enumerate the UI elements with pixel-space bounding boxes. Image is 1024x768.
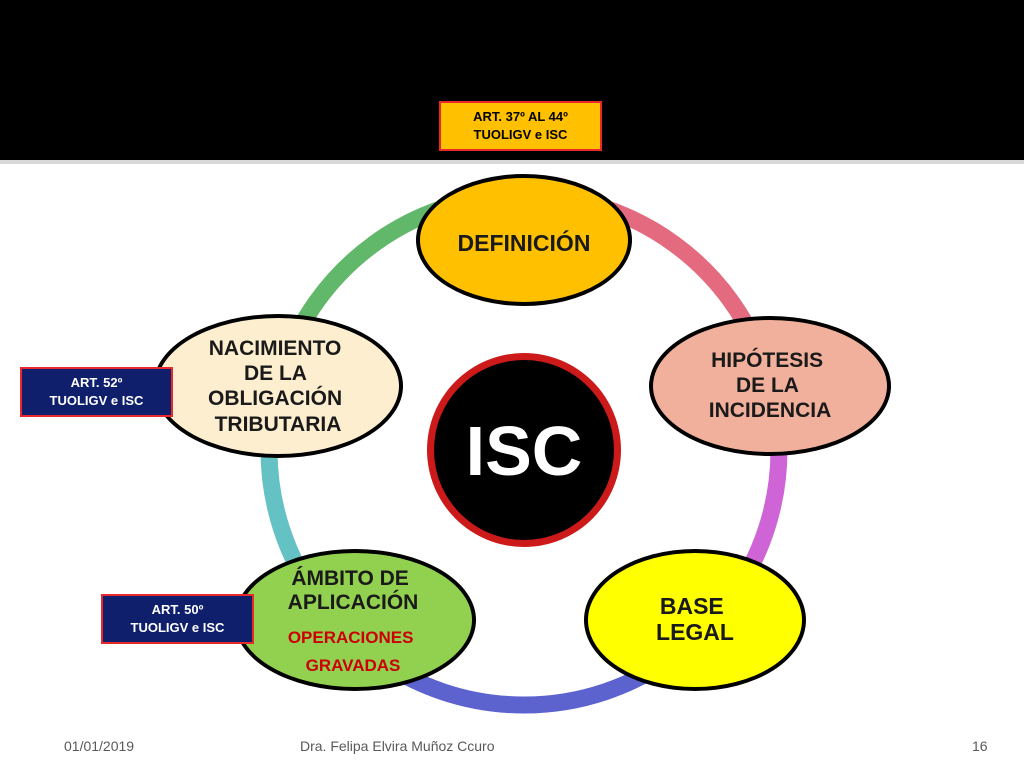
node-base-legal-shape: [588, 553, 802, 687]
node-ambito-subtext: OPERACIONES GRAVADAS: [288, 628, 418, 675]
node-hipotesis-line-2: DE LA: [736, 374, 799, 397]
footer-date: 01/01/2019: [64, 738, 135, 754]
node-ambito-shape: [238, 553, 472, 687]
center-label: ISC: [466, 412, 583, 490]
node-ambito-line-1: ÁMBITO DE: [291, 567, 408, 590]
node-hipotesis: HIPÓTESIS DE LA INCIDENCIA: [649, 316, 891, 456]
node-base-legal: BASE LEGAL: [584, 549, 806, 691]
node-hipotesis-shape: [653, 320, 887, 452]
node-nacimiento-line-2: DE LA: [244, 362, 307, 385]
center-node: ISC: [427, 353, 621, 547]
title-divider: [0, 160, 1024, 164]
node-definicion-label: DEFINICIÓN: [458, 229, 591, 256]
node-nacimiento-text: NACIMIENTO DE LA OBLIGACIÓN TRIBUTARIA: [208, 337, 348, 436]
node-nacimiento-shape: [157, 318, 399, 454]
ref-box-top: ART. 37º AL 44º TUOLIGV e ISC: [439, 101, 602, 151]
node-ambito: ÁMBITO DE APLICACIÓN OPERACIONES GRAVADA…: [234, 549, 476, 691]
node-ambito-line-2: APLICACIÓN: [288, 590, 419, 614]
ref-box-bottom: ART. 50º TUOLIGV e ISC: [101, 594, 254, 644]
node-base-legal-line-1: BASE: [660, 593, 724, 619]
footer-author: Dra. Felipa Elvira Muñoz Ccuro: [300, 738, 495, 754]
node-base-legal-line-2: LEGAL: [656, 619, 734, 645]
node-ambito-text: ÁMBITO DE APLICACIÓN: [288, 567, 419, 614]
node-definicion: DEFINICIÓN: [416, 174, 632, 306]
ref-box-top-line-2: TUOLIGV e ISC: [473, 127, 568, 142]
node-nacimiento-line-4: TRIBUTARIA: [215, 413, 342, 436]
ref-box-left: ART. 52º TUOLIGV e ISC: [20, 367, 173, 417]
node-base-legal-text: BASE LEGAL: [656, 593, 734, 645]
node-nacimiento: NACIMIENTO DE LA OBLIGACIÓN TRIBUTARIA: [153, 314, 403, 458]
ref-box-left-line-1: ART. 52º: [70, 375, 123, 390]
node-hipotesis-line-1: HIPÓTESIS: [711, 348, 823, 372]
node-hipotesis-text: HIPÓTESIS DE LA INCIDENCIA: [709, 348, 832, 422]
ref-box-bottom-line-1: ART. 50º: [151, 602, 204, 617]
footer-page-number: 16: [972, 738, 988, 754]
center-circle: [434, 360, 614, 540]
node-ambito-sub-line-1: OPERACIONES: [288, 628, 414, 647]
ref-box-top-line-1: ART. 37º AL 44º: [473, 109, 568, 124]
node-nacimiento-line-3: OBLIGACIÓN: [208, 386, 342, 410]
node-hipotesis-line-3: INCIDENCIA: [709, 399, 832, 422]
node-ambito-sub-line-2: GRAVADAS: [306, 656, 401, 675]
ref-box-left-line-2: TUOLIGV e ISC: [49, 393, 144, 408]
node-definicion-shape: [420, 178, 628, 302]
node-nacimiento-line-1: NACIMIENTO: [209, 337, 342, 360]
ref-box-bottom-line-2: TUOLIGV e ISC: [130, 620, 225, 635]
